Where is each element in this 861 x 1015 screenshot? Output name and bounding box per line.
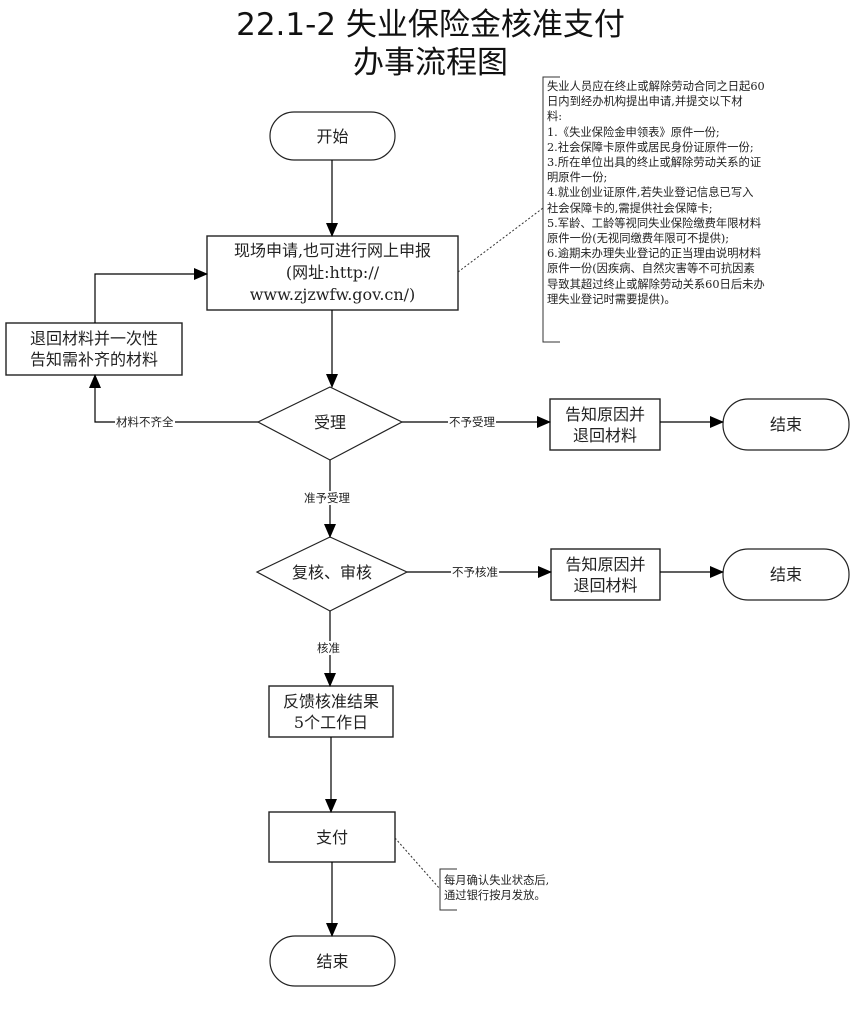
note-line: 导致其超过终止或解除劳动关系60日后未办: [547, 277, 765, 291]
reject-notice-1-line-1: 告知原因并: [564, 404, 645, 424]
diagram-title-line-2: 办事流程图: [353, 45, 508, 81]
end-2-label: 结束: [769, 565, 802, 584]
note-line: 5.军龄、工龄等视同失业保险缴费年限材料: [547, 216, 762, 230]
end-1-label: 结束: [769, 415, 802, 434]
apply-label-line-2: (网址:http://: [285, 263, 380, 282]
reject-notice-2-label: 告知原因并 退回材料: [551, 549, 660, 600]
edge-label-accepted: 准予受理: [303, 491, 351, 505]
feedback-label: 反馈核准结果 5个工作日: [269, 686, 393, 737]
note-line: 社会保障卡的,需提供社会保障卡;: [547, 201, 713, 215]
note-line: 4.就业创业证原件,若失业登记信息已写入: [547, 186, 754, 200]
note-line: 6.逾期未办理失业登记的正当理由说明材料: [547, 247, 762, 261]
reject-notice-box-2: [550, 548, 661, 601]
feedback-line-2: 5个工作日: [293, 712, 369, 732]
note-line: 1.《失业保险金申领表》原件一份;: [547, 125, 720, 139]
note-bracket-apply: [542, 76, 560, 343]
end-final-label: 结束: [316, 951, 349, 971]
apply-label: 现场申请,也可进行网上申报 (网址:http:// www.zjzwfw.gov…: [207, 236, 458, 310]
note-line: 失业人员应在终止或解除劳动合同之日起60: [547, 80, 765, 93]
edge-label-not-approved: 不予核准: [451, 565, 499, 579]
feedback-line-1: 反馈核准结果: [282, 691, 379, 711]
diagram-title-line-1: 22.1-2 失业保险金核准支付: [236, 7, 625, 43]
return-materials-line-2: 告知需补齐的材料: [29, 350, 158, 369]
apply-label-line-1: 现场申请,也可进行网上申报: [233, 241, 432, 260]
note-connector-apply: [457, 207, 544, 273]
reject-notice-2-line-2: 退回材料: [573, 575, 638, 595]
apply-box: [206, 235, 459, 311]
edge-incomplete-to-return: [89, 374, 258, 423]
review-decision-label: 复核、审核: [291, 562, 372, 582]
note-line: 原件一份(因疾病、自然灾害等不可抗因素: [547, 262, 755, 276]
note-line: 明原件一份;: [547, 171, 608, 185]
note-line: 每月确认失业状态后,: [444, 874, 550, 887]
accept-decision-label: 受理: [313, 412, 346, 432]
note-line: 日内到经办机构提出申请,并提交以下材: [547, 95, 743, 109]
edge-label-approved: 核准: [316, 641, 341, 655]
note-line: 料:: [547, 110, 563, 124]
return-materials-label: 退回材料并一次性 告知需补齐的材料: [6, 323, 182, 375]
note-payment: 每月确认失业状态后, 通过银行按月发放。: [444, 873, 549, 903]
note-line: 通过银行按月发放。: [444, 889, 546, 903]
edge-return-to-apply: [94, 268, 208, 323]
apply-label-line-3: www.zjzwfw.gov.cn/): [249, 285, 416, 304]
reject-notice-1-label: 告知原因并 退回材料: [550, 399, 660, 450]
reject-notice-2-line-1: 告知原因并: [565, 554, 646, 574]
note-connector-payment: [394, 837, 441, 890]
feedback-box: [268, 685, 394, 738]
edge-label-incomplete: 材料不齐全: [115, 415, 175, 429]
note-bracket-payment: [439, 868, 457, 911]
note-line: 理失业登记时需要提供)。: [547, 292, 676, 306]
note-application-requirements: 失业人员应在终止或解除劳动合同之日起60 日内到经办机构提出申请,并提交以下材 …: [547, 79, 765, 307]
payment-label: 支付: [315, 827, 348, 847]
note-line: 3.所在单位出具的终止或解除劳动关系的证: [547, 156, 762, 170]
note-line: 2.社会保障卡原件或居民身份证原件一份;: [547, 140, 754, 154]
start-label: 开始: [316, 126, 349, 146]
edge-label-not-accepted: 不予受理: [448, 415, 496, 429]
reject-notice-1-line-2: 退回材料: [572, 425, 637, 445]
return-materials-line-1: 退回材料并一次性: [29, 329, 158, 348]
note-line: 原件一份(无视同缴费年限可不提供);: [547, 232, 730, 246]
